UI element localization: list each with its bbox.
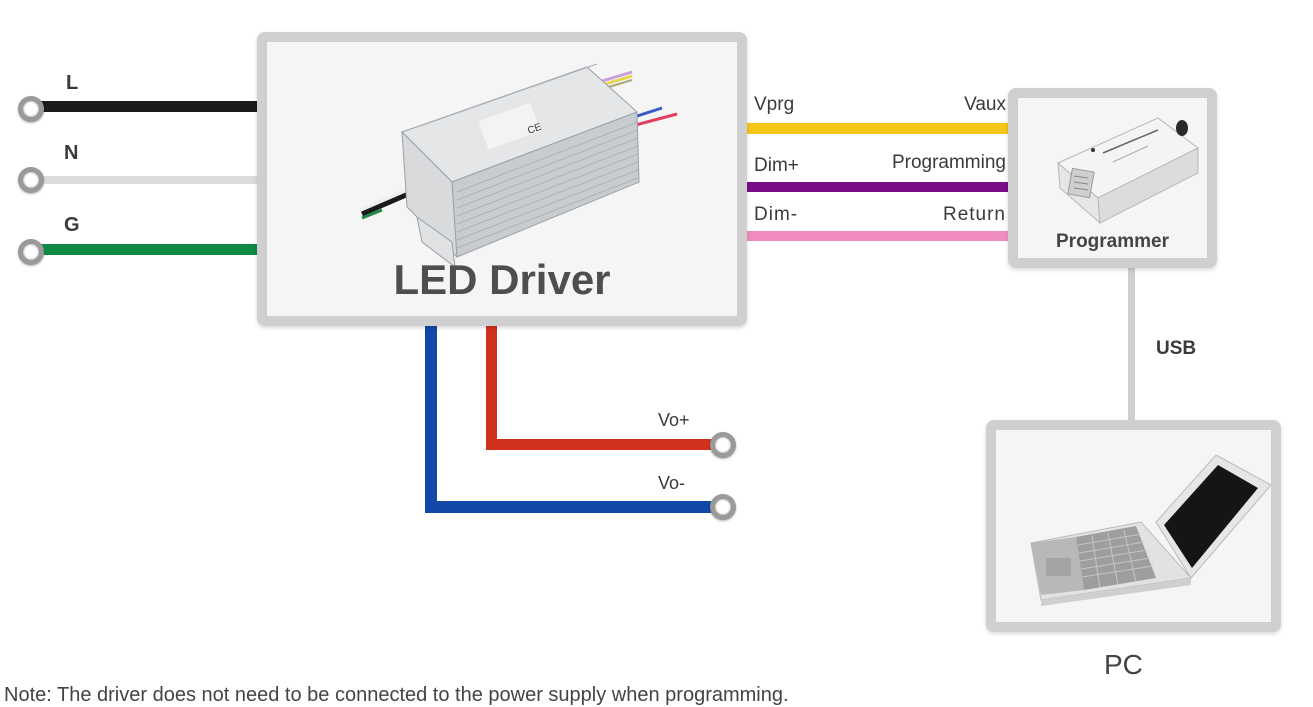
programmer-title: Programmer — [1056, 231, 1169, 252]
svg-text:CE: CE — [526, 122, 543, 137]
wire-vo-plus-horizontal — [486, 439, 716, 450]
terminal-n — [18, 167, 44, 193]
driver-housing-icon: CE — [401, 63, 640, 269]
led-driver-box[interactable]: CE LED Driver — [257, 32, 747, 326]
wire-g — [40, 244, 260, 255]
terminal-g — [18, 239, 44, 265]
wire-l — [40, 101, 260, 112]
label-usb: USB — [1156, 338, 1197, 359]
signal-right-programming: Programming — [891, 152, 1006, 173]
signal-right-return: Return — [942, 204, 1006, 225]
label-vo-minus: Vo- — [658, 473, 686, 493]
wire-vo-minus-horizontal — [425, 501, 715, 513]
led-driver-image: CE — [361, 63, 678, 269]
signal-left-dim-minus: Dim- — [754, 204, 799, 225]
label-l: L — [66, 72, 79, 94]
programmer-device-icon — [1057, 117, 1199, 225]
terminal-vo-minus — [710, 494, 736, 520]
label-g: G — [64, 214, 80, 236]
wire-vo-plus-vertical — [486, 320, 497, 450]
led-driver-title: LED Driver — [393, 256, 611, 303]
wire-n — [40, 176, 260, 184]
pc-box[interactable] — [986, 420, 1281, 632]
programmer-image — [1057, 117, 1199, 225]
pc-title: PC — [1104, 649, 1143, 680]
wire-vprg-vaux — [744, 123, 1012, 134]
programmer-box[interactable]: Programmer — [1008, 88, 1217, 268]
signal-right-vaux: Vaux — [964, 94, 1006, 115]
signal-left-dim-plus: Dim+ — [754, 155, 799, 176]
terminal-vo-plus — [710, 432, 736, 458]
pc-image — [1030, 454, 1271, 606]
wire-dim-minus-return — [744, 231, 1012, 241]
wire-vo-minus-vertical — [425, 320, 437, 513]
wire-dim-plus-programming — [744, 182, 1012, 192]
signal-left-vprg: Vprg — [754, 94, 795, 115]
laptop-icon — [1030, 454, 1271, 606]
terminal-l — [18, 96, 44, 122]
label-vo-plus: Vo+ — [658, 410, 690, 430]
label-n: N — [64, 142, 79, 164]
wire-usb — [1128, 262, 1135, 424]
footnote: Note: The driver does not need to be con… — [4, 684, 789, 706]
